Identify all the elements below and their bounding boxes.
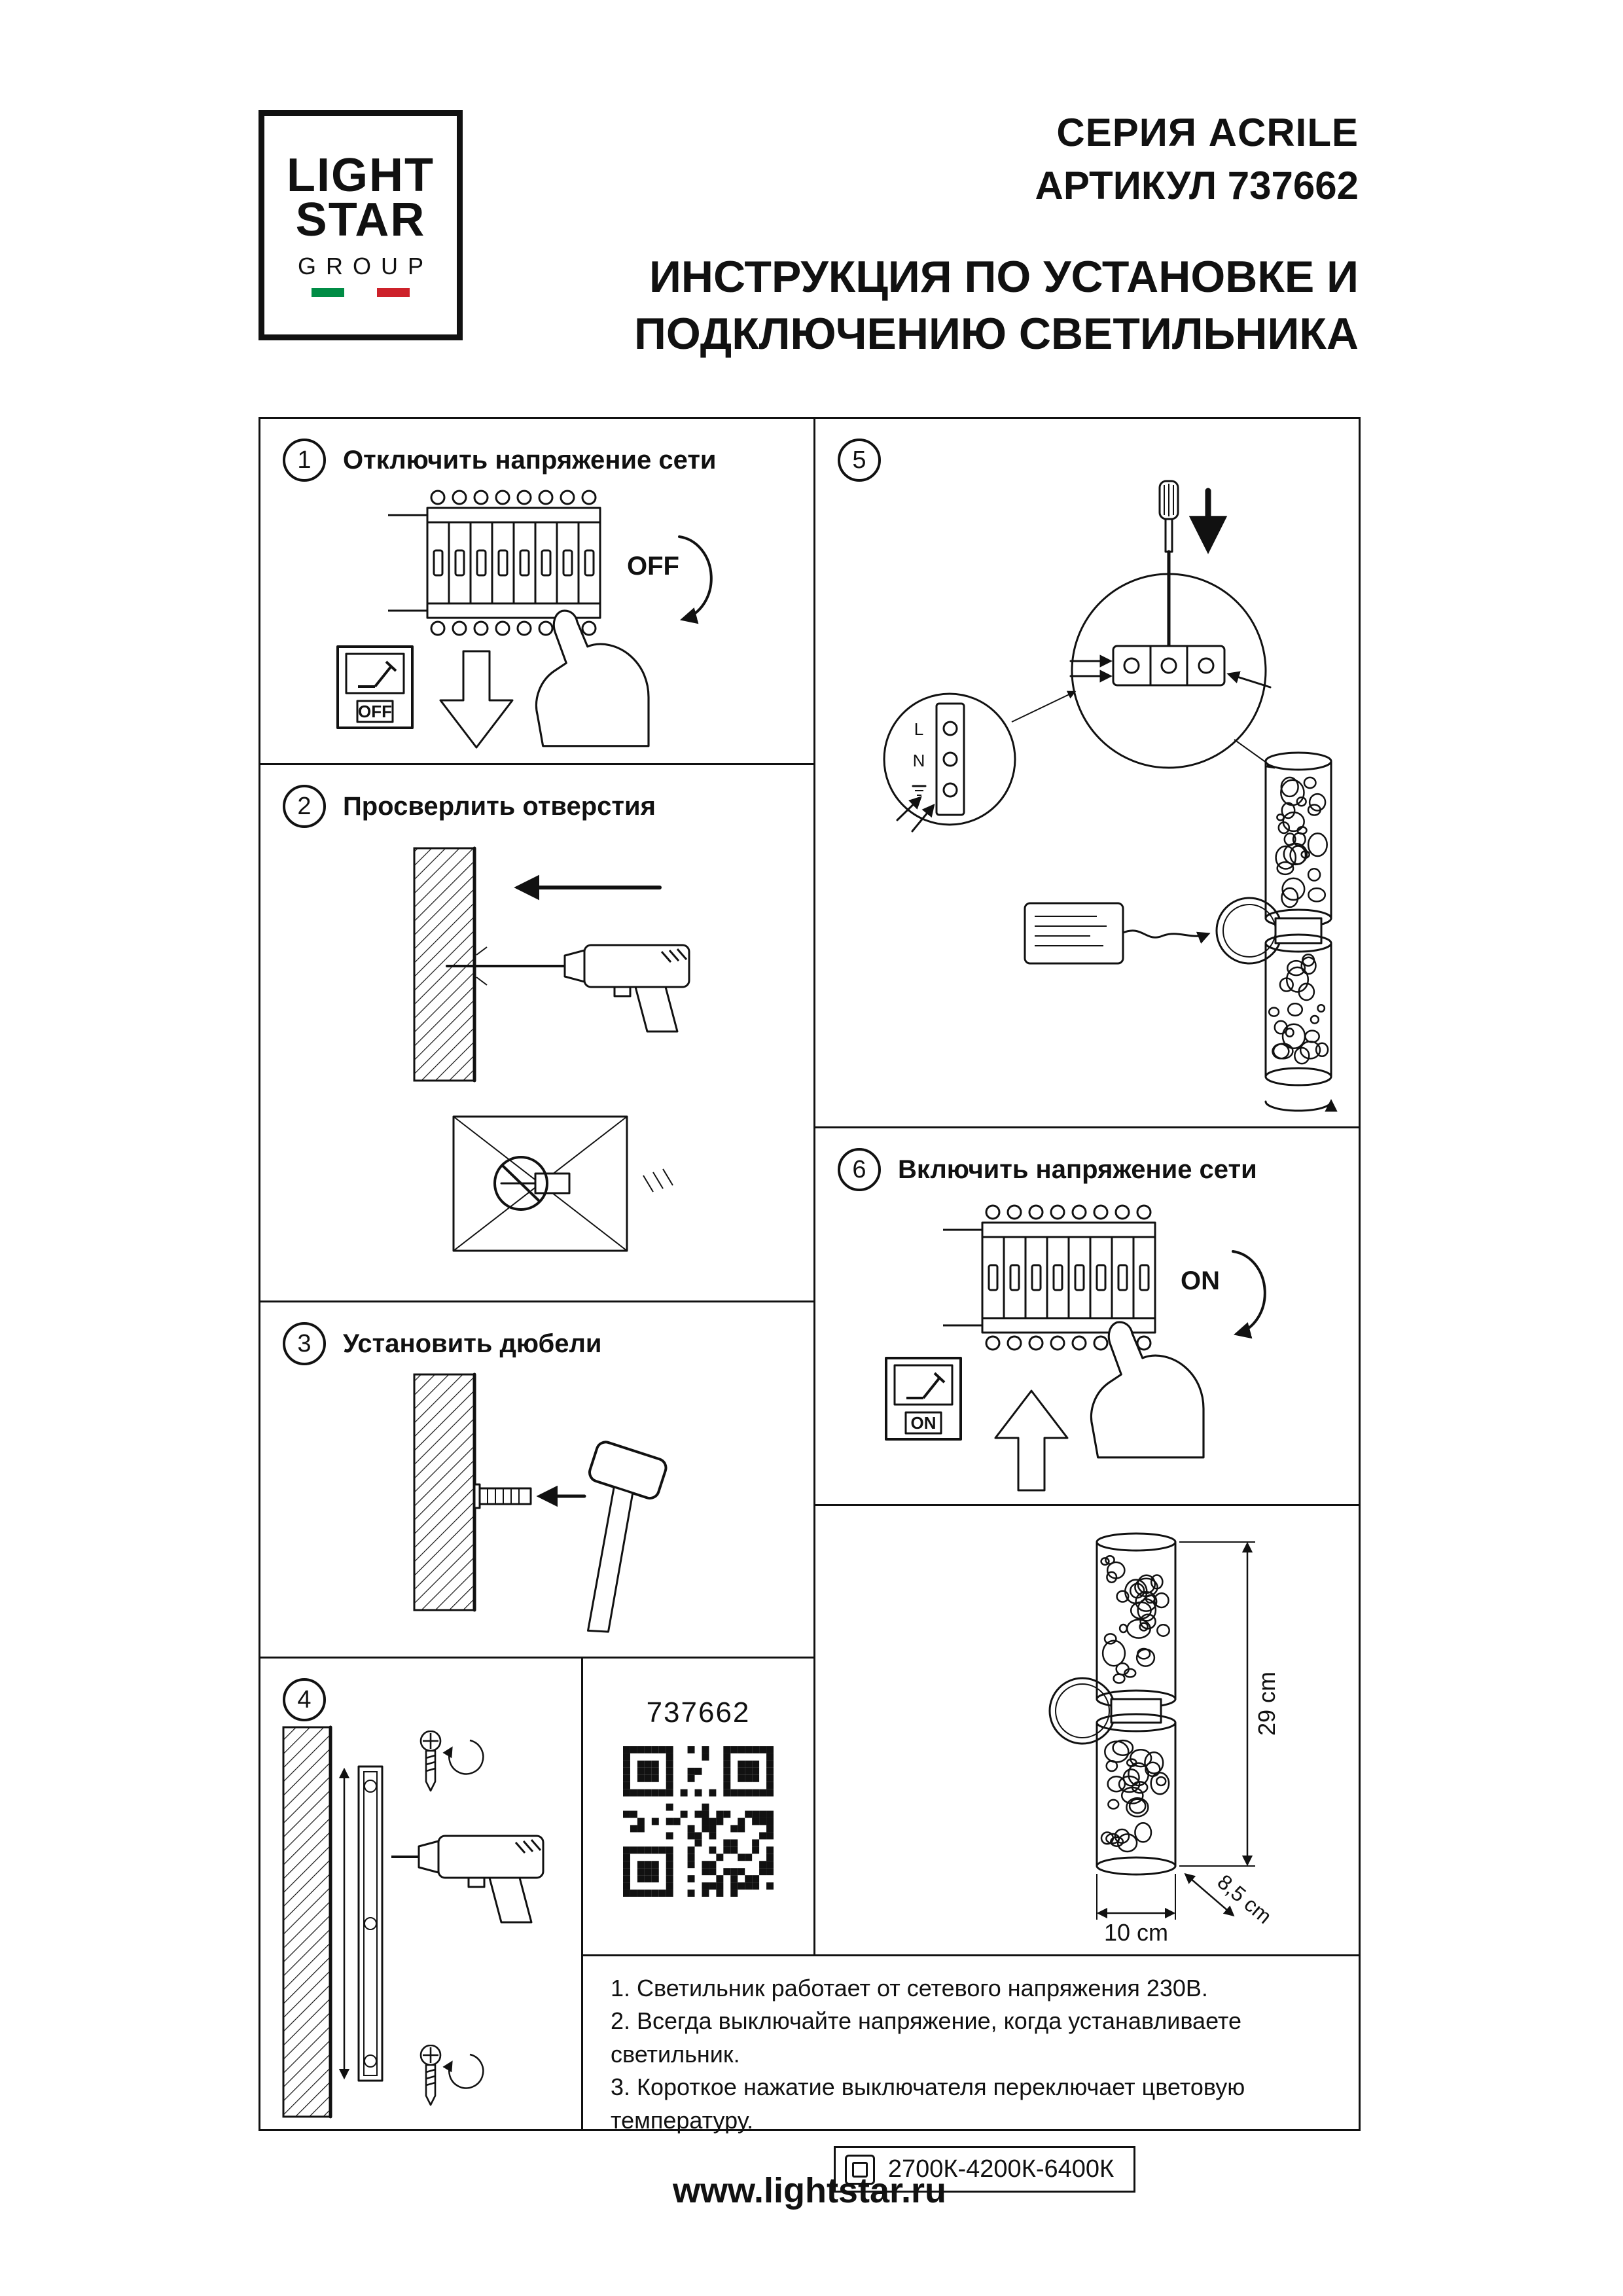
step-3-number: 3 (283, 1322, 326, 1365)
switch-on-label: ON (911, 1413, 936, 1433)
step-4-panel: 4 (259, 1657, 583, 2131)
step-2-number: 2 (283, 785, 326, 828)
screw-icon (419, 1731, 442, 1792)
line-terminal-label: L (914, 719, 923, 739)
step-6-label: Включить напряжение сети (898, 1155, 1257, 1184)
lamp-illustration (1048, 1532, 1177, 1876)
mount-ring (1110, 1698, 1162, 1724)
rotation-arrow-icon (1264, 1099, 1338, 1112)
page-title-line1: ИНСТРУКЦИЯ ПО УСТАНОВКЕ И (649, 252, 1359, 302)
terminal-magnifier (1069, 573, 1272, 769)
down-arrow-icon (439, 650, 514, 749)
mount-ring (1274, 917, 1323, 944)
wall-hatch (413, 1373, 476, 1611)
wiring-magnifier: L N (883, 692, 1016, 833)
driver-box (1024, 902, 1124, 965)
logo-word-star: STAR (295, 194, 426, 246)
driver-wire (1122, 929, 1211, 944)
wall-mount-disc (1048, 1677, 1116, 1745)
depth-dimension: 8,5 cm (1184, 1870, 1277, 1928)
screw-rotate-arrow (442, 1739, 484, 1775)
lamp-illustration (1215, 751, 1338, 1112)
step-6-illustration: ON ON (885, 1204, 1266, 1492)
page-title-line2: ПОДКЛЮЧЕНИЮ СВЕТИЛЬНИКА (633, 309, 1359, 359)
qr-code (623, 1746, 774, 1897)
dimensions-panel: 29 cm 10 cm 8,5 cm (813, 1504, 1361, 1956)
wall-mount-disc (1215, 897, 1283, 965)
breaker-off-label: OFF (627, 552, 679, 581)
ground-symbol-icon (912, 785, 927, 796)
step-6-panel: 6 Включить напряжение сети ON ON (813, 1126, 1361, 1506)
wall-hatch (413, 847, 476, 1082)
hammer-icon (586, 1441, 668, 1633)
switch-icon (844, 2154, 875, 2185)
height-label: 29 cm (1253, 1672, 1280, 1736)
step-2-label: Просверлить отверстия (343, 791, 656, 821)
up-arrow-icon (994, 1390, 1069, 1492)
screw-rotate-arrow (442, 2053, 484, 2089)
pebble-texture (1100, 1739, 1170, 1853)
step-4-number: 4 (283, 1678, 326, 1721)
step-4-illustration (282, 1725, 544, 2119)
neutral-terminal-label: N (913, 751, 925, 770)
drill-icon (537, 944, 690, 1033)
step-5-illustration: L N (883, 480, 1338, 1112)
width-dimension: 10 cm (1096, 1874, 1176, 1946)
logo-word-group: GROUP (297, 253, 433, 280)
pebble-texture (1268, 953, 1329, 1065)
pebble-texture (1275, 776, 1328, 908)
lightstar-logo: LIGHT STAR GROUP (259, 110, 463, 340)
dimensions-illustration: 29 cm 10 cm 8,5 cm (1048, 1532, 1280, 1946)
article-number: АРТИКУЛ 737662 (1035, 164, 1359, 207)
dowel-icon (473, 1483, 532, 1509)
screw-icon (419, 2045, 442, 2106)
rotate-arrow-icon (678, 535, 713, 624)
step-5-number: 5 (838, 439, 881, 482)
switch-off-label: OFF (358, 702, 392, 721)
step-2-illustration (413, 846, 690, 1252)
page-title: ИНСТРУКЦИЯ ПО УСТАНОВКЕ И ПОДКЛЮЧЕНИЮ СВ… (634, 249, 1359, 363)
step-2-panel: 2 Просверлить отверстия (259, 763, 815, 1302)
step-6-number: 6 (838, 1148, 881, 1191)
prohibition-icon (493, 1156, 548, 1211)
step-3-panel: 3 Установить дюбели (259, 1300, 815, 1659)
footer-url: www.lightstar.ru (672, 2171, 947, 2210)
note-line-3: 3. Короткое нажатие выключателя переключ… (611, 2073, 1245, 2134)
depth-label: 8,5 cm (1213, 1870, 1277, 1928)
qr-code-label: 737662 (646, 1696, 751, 1729)
step-5-panel: 5 L N (813, 417, 1361, 1128)
note-line-1: 1. Светильник работает от сетевого напря… (611, 1975, 1208, 2001)
drill-icon (391, 1835, 544, 1924)
step-1-illustration: OFF OFF (336, 490, 713, 749)
header: СЕРИЯ ACRILE АРТИКУЛ 737662 ИНСТРУКЦИЯ П… (634, 110, 1359, 363)
step-1-label: Отключить напряжение сети (343, 445, 717, 475)
color-temp-label: 2700К-4200К-6400К (887, 2155, 1115, 2183)
breaker-on-label: ON (1181, 1266, 1220, 1295)
height-dimension: 29 cm (1179, 1541, 1280, 1867)
step-3-illustration (413, 1372, 668, 1633)
notes-panel: 1. Светильник работает от сетевого напря… (581, 1954, 1361, 2193)
width-label: 10 cm (1104, 1919, 1168, 1946)
note-line-2: 2. Всегда выключайте напряжение, когда у… (611, 2007, 1242, 2068)
pebble-texture (1100, 1555, 1170, 1684)
depth-warning-diagram (452, 1115, 673, 1252)
screwdriver-icon (1158, 480, 1179, 648)
logo-word-light: LIGHT (287, 149, 435, 202)
mounting-bracket (357, 1765, 383, 2082)
rotate-arrow-icon (1232, 1250, 1266, 1339)
step-3-label: Установить дюбели (343, 1329, 602, 1358)
series-title: СЕРИЯ ACRILE (1056, 111, 1359, 154)
step-1-number: 1 (283, 439, 326, 482)
color-temp-box: 2700К-4200К-6400К (833, 2145, 1136, 2193)
italian-flag-icon (312, 288, 410, 298)
qr-panel: 737662 (581, 1657, 815, 1956)
step-1-panel: 1 Отключить напряжение сети OFF OFF (259, 417, 815, 765)
wall-hatch (282, 1726, 332, 2118)
